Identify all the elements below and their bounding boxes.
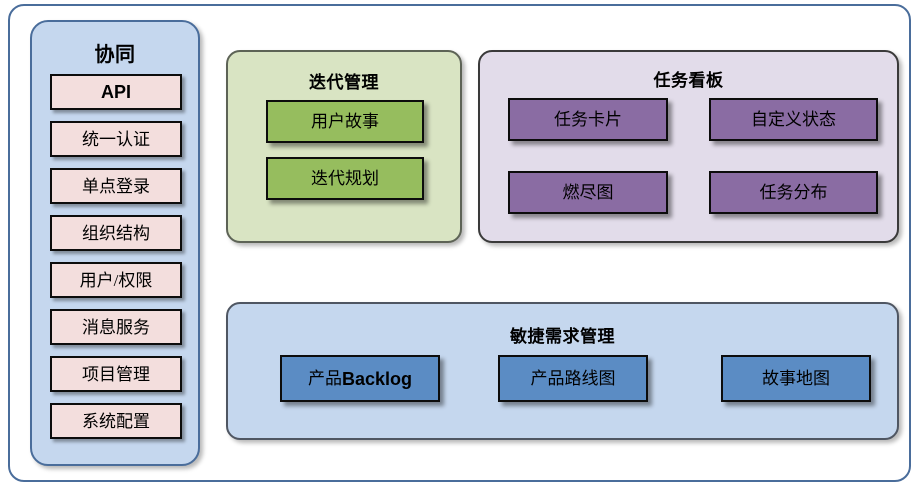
sidebar-title: 协同 — [94, 44, 136, 66]
diagram-outer-frame: 协同 API 统一认证 单点登录 组织结构 用户/权限 消息服务 项目管理 系统… — [8, 4, 911, 482]
sidebar-item-api[interactable]: API — [50, 74, 182, 110]
sidebar-item-org-structure[interactable]: 组织结构 — [50, 215, 182, 251]
sidebar-item-list: API 统一认证 单点登录 组织结构 用户/权限 消息服务 项目管理 系统配置 — [50, 74, 182, 450]
card-task-distribution[interactable]: 任务分布 — [709, 171, 878, 214]
taskboard-panel-title: 任务看板 — [653, 71, 724, 90]
card-user-story[interactable]: 用户故事 — [266, 100, 424, 143]
sidebar-item-project-management[interactable]: 项目管理 — [50, 356, 182, 392]
card-product-roadmap[interactable]: 产品路线图 — [498, 355, 648, 402]
card-product-backlog-cjk: 产品 — [307, 369, 342, 388]
sidebar-item-unified-auth[interactable]: 统一认证 — [50, 121, 182, 157]
card-product-backlog-latin: Backlog — [341, 368, 413, 389]
sidebar-item-single-sign-on[interactable]: 单点登录 — [50, 168, 182, 204]
card-custom-status[interactable]: 自定义状态 — [709, 98, 878, 141]
card-story-map[interactable]: 故事地图 — [721, 355, 871, 402]
agile-panel-title: 敏捷需求管理 — [510, 327, 615, 346]
panel-iteration-management: 迭代管理 用户故事 迭代规划 — [226, 50, 462, 243]
sidebar-panel-collaboration: 协同 API 统一认证 单点登录 组织结构 用户/权限 消息服务 项目管理 系统… — [30, 20, 200, 466]
iteration-panel-title: 迭代管理 — [309, 73, 379, 92]
sidebar-item-system-config[interactable]: 系统配置 — [50, 403, 182, 439]
sidebar-item-user-permission[interactable]: 用户/权限 — [50, 262, 182, 298]
card-burndown-chart[interactable]: 燃尽图 — [508, 171, 668, 214]
card-task-card[interactable]: 任务卡片 — [508, 98, 668, 141]
panel-task-board: 任务看板 任务卡片 自定义状态 燃尽图 任务分布 — [478, 50, 899, 243]
card-iteration-plan[interactable]: 迭代规划 — [266, 157, 424, 200]
sidebar-item-message-service[interactable]: 消息服务 — [50, 309, 182, 345]
